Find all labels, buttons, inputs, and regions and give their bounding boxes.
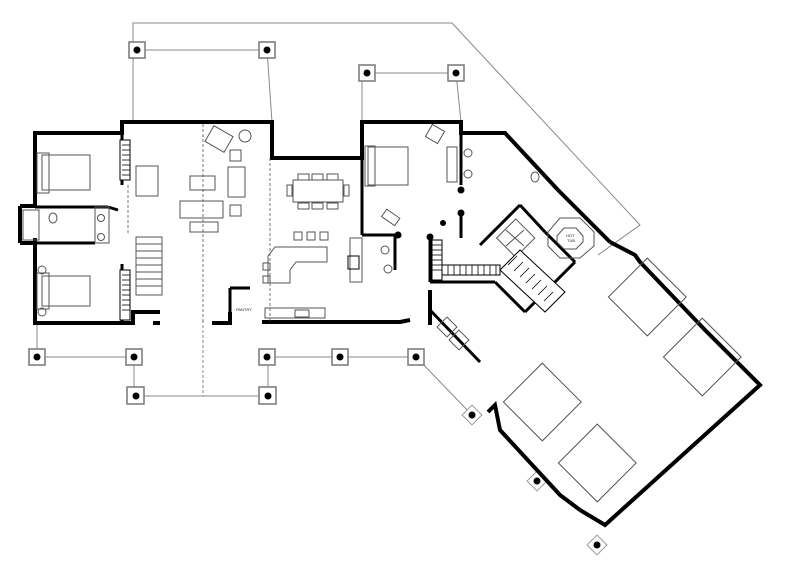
post-icon xyxy=(258,41,276,59)
post-icon xyxy=(447,64,465,82)
hot-tub-label-2: TUB xyxy=(567,238,575,243)
post-icon xyxy=(331,348,349,366)
post-icon xyxy=(526,470,548,492)
post-icon xyxy=(407,348,425,366)
post-icon xyxy=(125,348,143,366)
sofa-icon xyxy=(179,200,224,219)
porch-posts xyxy=(28,41,608,556)
post-icon xyxy=(126,386,145,405)
bed-icon xyxy=(41,154,91,191)
closet-hatch xyxy=(122,144,554,311)
range-icon xyxy=(347,255,360,270)
post-icon xyxy=(28,348,46,366)
kitchen-island-icon xyxy=(267,246,328,284)
exterior-walls xyxy=(18,120,763,528)
bed-icon xyxy=(367,146,409,186)
beam-lines xyxy=(127,124,271,322)
furniture-fixtures xyxy=(22,123,742,503)
pantry-label: PANTRY xyxy=(236,307,252,312)
post-icon xyxy=(358,64,376,82)
hot-tub-label-1: HOT xyxy=(566,233,575,238)
post-icon xyxy=(586,534,608,556)
hot-tub-icon xyxy=(547,217,595,259)
post-icon xyxy=(128,41,146,59)
column-markers xyxy=(394,186,465,241)
closet-shelving xyxy=(119,139,566,321)
bathtub-icon xyxy=(22,209,40,241)
bed-icon xyxy=(41,275,91,307)
post-icon xyxy=(258,386,277,405)
stair-icon xyxy=(135,236,163,296)
dining-table-icon xyxy=(292,179,344,203)
post-icon xyxy=(258,348,276,366)
post-icon xyxy=(461,404,483,426)
